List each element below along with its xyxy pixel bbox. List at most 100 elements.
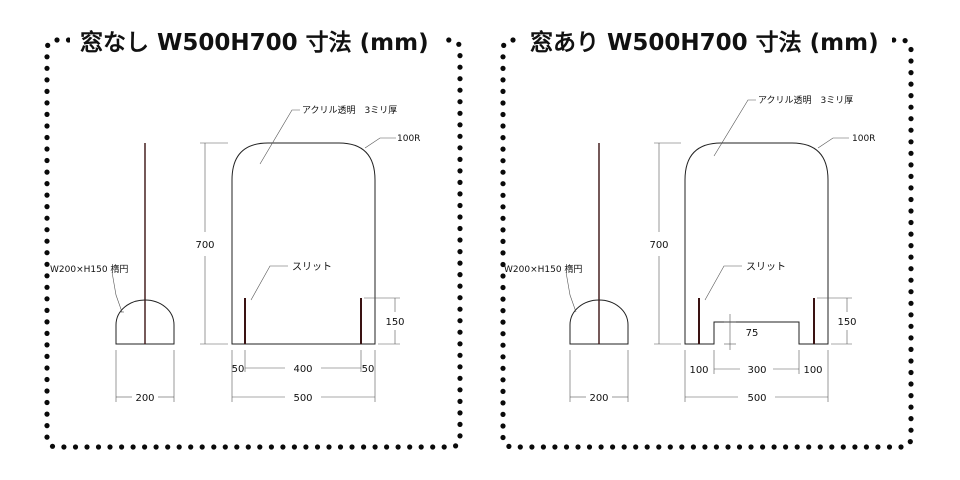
border-dot: [500, 215, 506, 221]
border-dot: [500, 354, 506, 360]
border-dot: [44, 204, 50, 210]
border-dot: [506, 443, 512, 449]
bottom-dim-right: 50: [362, 364, 375, 375]
panel-no-window: 窓なし W500H700 寸法 (mm) W200×H150 楕円 200 アク…: [44, 28, 463, 450]
base-label: W200×H150 楕円: [50, 263, 128, 275]
border-dot: [500, 123, 506, 129]
border-dot: [44, 273, 50, 279]
total-width-label: 500: [293, 393, 312, 404]
bottom-dim-center: 300: [747, 365, 766, 376]
border-dot: [457, 87, 463, 93]
border-dot: [875, 444, 881, 450]
border-dot: [610, 444, 616, 450]
border-dot: [575, 444, 581, 450]
border-dot: [268, 444, 274, 450]
border-dot: [211, 444, 217, 450]
border-dot: [430, 444, 436, 450]
base-label: W200×H150 楕円: [504, 263, 582, 275]
border-dot: [500, 296, 506, 302]
border-dot: [337, 444, 344, 450]
border-dot: [908, 393, 914, 399]
border-dot: [908, 196, 914, 203]
border-dot: [457, 237, 463, 243]
border-dot: [908, 70, 914, 76]
border-dot: [95, 444, 102, 450]
border-dot: [44, 307, 50, 313]
border-dot: [500, 238, 506, 244]
border-dot: [153, 444, 159, 450]
slit-height-label: 150: [837, 317, 856, 328]
border-dot: [457, 179, 463, 185]
border-dot: [54, 37, 60, 43]
border-dot: [257, 444, 263, 450]
border-dot: [908, 58, 914, 64]
border-dot: [165, 444, 171, 450]
border-dot: [794, 444, 800, 450]
border-dot: [760, 444, 766, 450]
base-width-label: 200: [589, 393, 608, 404]
border-dot: [457, 421, 463, 427]
border-dot: [457, 375, 463, 381]
border-dot: [500, 434, 506, 441]
border-dot: [908, 277, 914, 283]
border-dot: [457, 352, 463, 358]
border-dot: [852, 444, 858, 450]
border-dot: [44, 65, 50, 71]
border-dot: [500, 65, 506, 71]
panel-with-window: 窓あり W500H700 寸法 (mm) W200×H150 楕円 200 75: [500, 28, 914, 450]
border-dot: [234, 444, 240, 450]
border-dot: [44, 227, 50, 233]
border-dot: [44, 319, 50, 325]
border-dot: [500, 377, 506, 383]
border-dot: [349, 444, 355, 450]
border-dot: [500, 227, 506, 233]
material-leader: [713, 99, 756, 157]
border-dot: [500, 273, 506, 279]
material-leader: [259, 109, 300, 165]
border-dot: [44, 192, 50, 198]
border-dot: [500, 284, 506, 291]
border-dot: [500, 308, 506, 314]
radius-label: 100R: [397, 134, 420, 144]
border-dot: [500, 100, 506, 106]
border-dot: [44, 169, 50, 175]
border-dot: [44, 399, 50, 406]
base-width-label: 200: [135, 393, 154, 404]
border-dot: [130, 444, 136, 450]
border-dot: [908, 312, 914, 318]
border-dot: [829, 444, 835, 450]
border-dot: [500, 342, 506, 348]
border-dot: [806, 444, 812, 450]
border-dot: [840, 444, 846, 450]
border-dot: [586, 444, 593, 450]
front-view: 75 アクリル透明 3ミリ厚 100R スリット 700 150: [649, 95, 875, 404]
border-dot: [908, 381, 914, 387]
border-dot: [457, 295, 463, 301]
border-dot: [908, 358, 914, 364]
bottom-dim-center: 400: [293, 364, 312, 375]
border-dot: [44, 342, 50, 348]
border-dot: [457, 64, 463, 70]
border-dot: [500, 423, 506, 429]
border-dot: [644, 444, 650, 450]
front-view: アクリル透明 3ミリ厚 100R スリット 700 150: [195, 105, 420, 404]
border-dot: [529, 444, 535, 450]
border-dot: [65, 37, 72, 43]
border-dot: [142, 444, 148, 450]
border-dot: [500, 250, 506, 256]
border-dot: [457, 387, 463, 393]
border-dot: [679, 444, 685, 450]
border-dot: [453, 443, 459, 449]
border-dot: [500, 77, 506, 83]
border-dot: [44, 146, 50, 152]
window-height-label: 75: [746, 328, 759, 339]
border-dot: [621, 444, 627, 450]
border-dot: [61, 444, 67, 450]
border-dot: [395, 444, 401, 450]
side-profile: W200×H150 楕円 200: [504, 143, 629, 404]
border-dot: [457, 110, 463, 116]
border-dot: [908, 323, 914, 329]
panel-title: 窓なし W500H700 寸法 (mm): [80, 29, 429, 56]
border-dot: [457, 214, 463, 220]
border-dot: [44, 111, 50, 117]
